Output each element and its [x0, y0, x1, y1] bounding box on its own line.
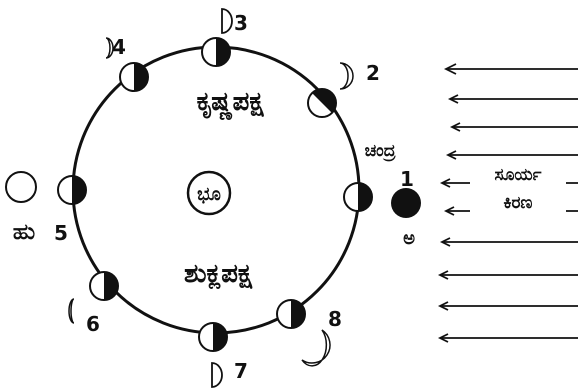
sunlight-label-backdrop — [470, 157, 566, 215]
ray-1 — [443, 63, 578, 75]
ray-2 — [447, 94, 578, 104]
position-number-4: 4 — [112, 35, 126, 59]
sunlight-label-line1: ಸೂರ್ಯ — [495, 165, 542, 185]
ray-10 — [437, 333, 578, 343]
sunlight-label-line2: ಕಿರಣ — [503, 193, 532, 213]
waning-half-label: ಕೃಷ್ಣಪಕ್ಷ — [197, 87, 265, 121]
crescent-sketch-6 — [68, 298, 75, 324]
moon-phase-2 — [307, 88, 337, 118]
position-number-1: 1 — [400, 167, 414, 191]
position-number-8: 8 — [328, 307, 342, 331]
ray-8 — [437, 270, 578, 280]
earth-label: ಭೂ — [197, 184, 221, 205]
crescent-sketch-2 — [339, 62, 354, 90]
position-number-3: 3 — [234, 11, 248, 35]
moon-phase-6 — [89, 271, 119, 301]
earth: ಭೂ — [186, 170, 232, 216]
moon-phase-3 — [201, 37, 231, 67]
ray-3 — [449, 122, 578, 132]
position-number-2: 2 — [366, 61, 380, 85]
sunlight-rays — [437, 63, 578, 343]
ray-4 — [445, 150, 578, 160]
crescent-sketch-8 — [301, 329, 331, 367]
moon-phase-1 — [343, 182, 373, 212]
full-moon-mark: ಹು — [13, 220, 35, 245]
moon-phase-5 — [57, 175, 87, 205]
position-number-7: 7 — [234, 359, 248, 383]
crescent-sketch-4 — [105, 37, 114, 59]
moon-label: ಚಂದ್ರ — [365, 141, 397, 162]
full-moon-disc — [5, 171, 37, 203]
ray-9 — [437, 301, 578, 311]
waxing-half-label: ಶುಕ್ಲಪಕ್ಷ — [184, 259, 253, 290]
position-number-5: 5 — [54, 221, 68, 245]
crescent-sketch-7 — [211, 362, 223, 388]
new-moon-disc — [391, 188, 421, 218]
ray-7 — [439, 237, 578, 247]
crescent-sketch-3 — [221, 8, 233, 34]
moon-phase-7 — [198, 322, 228, 352]
position-number-6: 6 — [86, 312, 100, 336]
moon-phase-4 — [119, 62, 149, 92]
new-moon-mark: ಅ — [403, 228, 415, 249]
moon-phase-8 — [276, 299, 306, 329]
